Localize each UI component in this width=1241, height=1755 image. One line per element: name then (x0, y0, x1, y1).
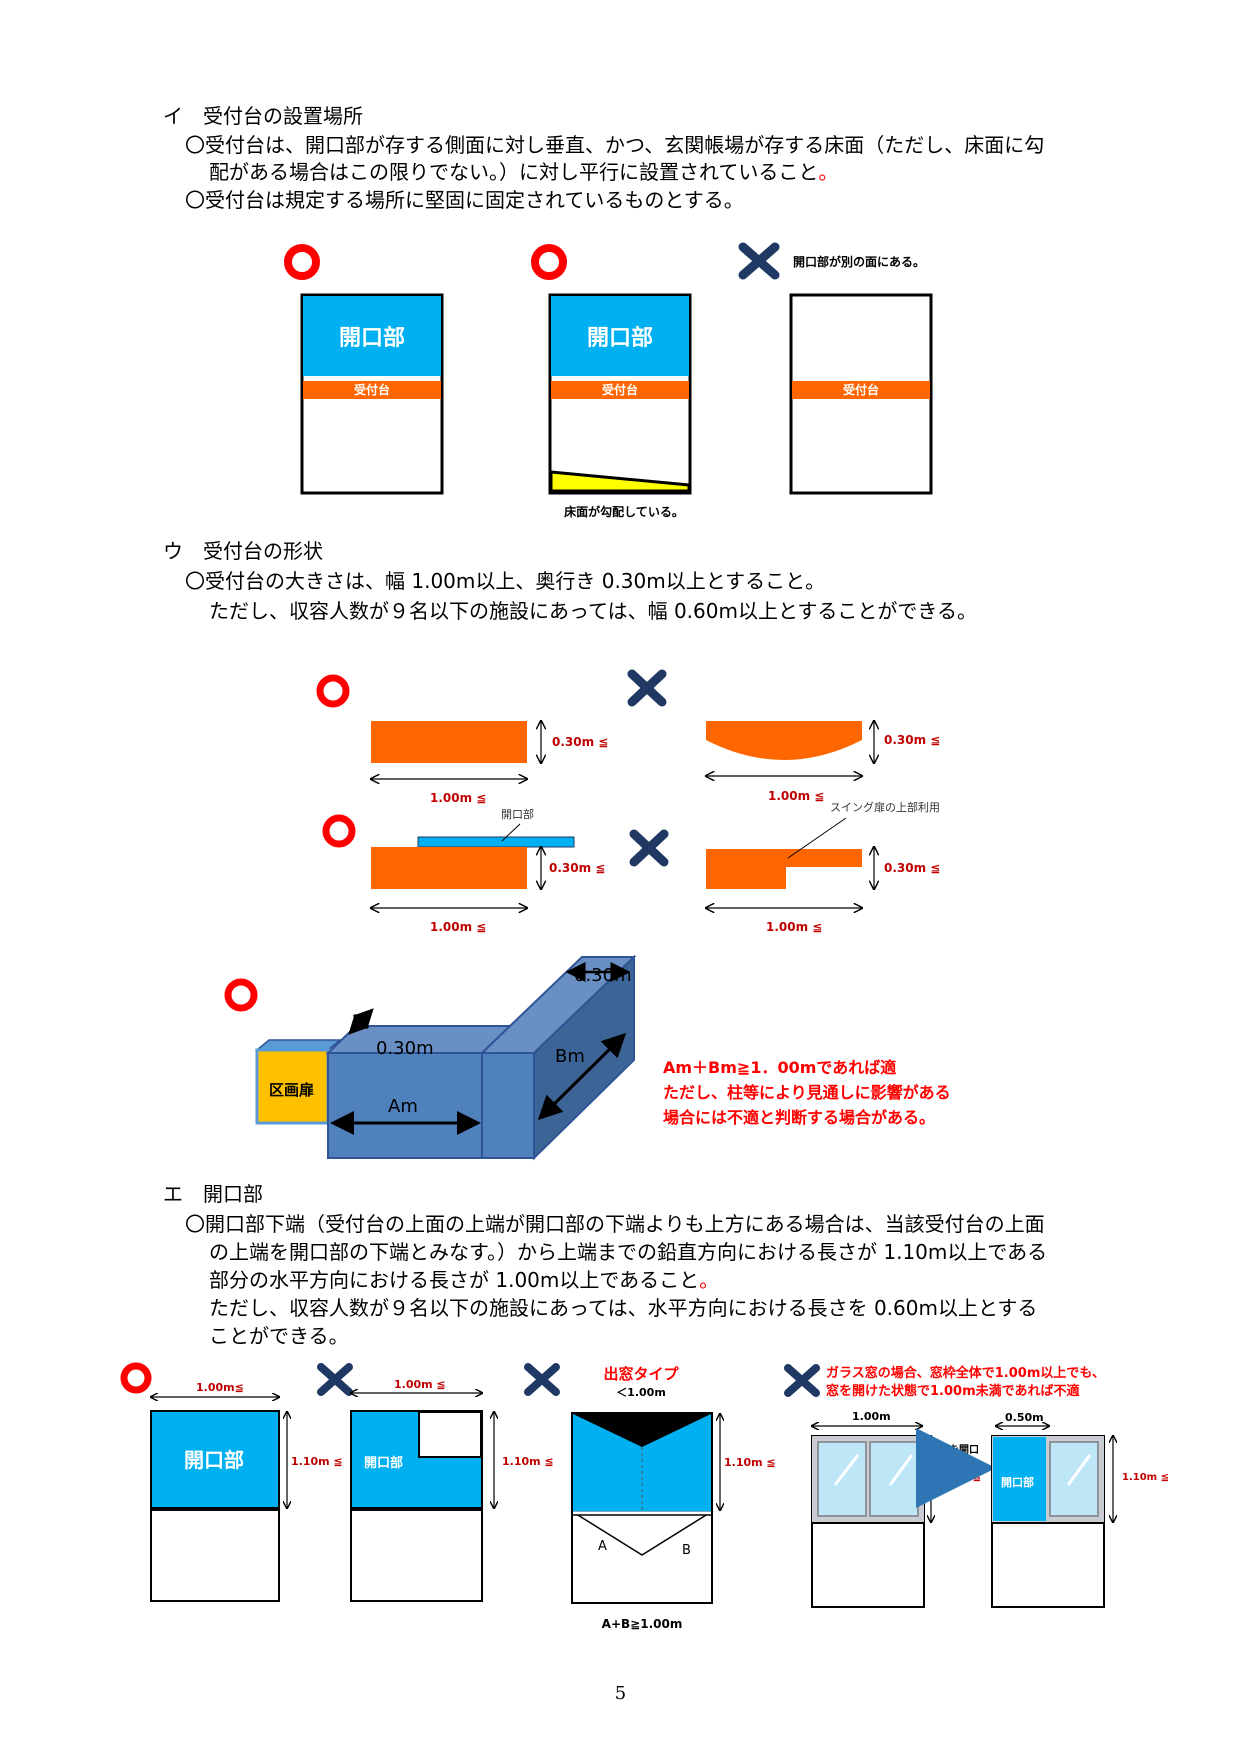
glass-width-open: 0.50m (1005, 1411, 1044, 1424)
opening-area (352, 1412, 481, 1508)
counter-label: 受付台 (354, 382, 390, 397)
ok-mark-icon (322, 814, 356, 848)
placement-diagram-ok-1: 開口部 受付台 (300, 293, 444, 495)
height-label: 1.10m ≦ (1122, 1472, 1169, 1483)
glass-width-closed: 1.00m (852, 1410, 891, 1423)
width-label: 1.00m ≦ (430, 920, 486, 934)
glass-note-1: ガラス窓の場合、窓枠全体で1.00m以上でも、 (826, 1365, 1105, 1381)
iso-depth-b: 0.30m (574, 965, 632, 986)
depth-label: 0.30m ≦ (884, 861, 940, 875)
ng-mark-icon (627, 669, 667, 707)
counter-label: 受付台 (602, 382, 638, 397)
counter-label: 受付台 (843, 382, 879, 397)
glass-window-open: 開口部 (991, 1435, 1105, 1608)
opening-area (152, 1412, 278, 1508)
section-e-line-3: 部分の水平方向における長さが 1.00m以上であること。 (209, 1268, 720, 1292)
ok-mark-icon (284, 244, 320, 280)
depth-label: 0.30m ≦ (884, 733, 940, 747)
depth-label: 0.30m ≦ (552, 735, 608, 749)
iso-depth-a: 0.30m (376, 1038, 434, 1059)
isometric-counter-figure: 区画扉 0.30m 0.30m Am Bm Am＋Bm≧1．00mであれば適 た… (224, 954, 951, 1161)
section-u-line-2: ただし、収容人数が９名以下の施設にあっては、幅 0.60m以上とすることができる… (209, 599, 977, 623)
ng-note-side: 開口部が別の面にある。 (793, 254, 925, 269)
ng-mark-icon (317, 1363, 353, 1396)
counter-curved (706, 721, 862, 760)
ok-mark-icon (316, 674, 350, 708)
opening-figure: 1.00m≦ 開口部 1.10m ≦ 1.00m ≦ 開口部 1.10m ≦ 出… (120, 1362, 1169, 1631)
width-label: 1.00m ≦ (768, 789, 824, 803)
opening-label: 開口部 (184, 1448, 244, 1472)
ng-mark-icon (524, 1363, 560, 1396)
placement-diagram-ok-2: 開口部 受付台 床面が勾配している。 (548, 293, 692, 519)
counter-rect (371, 721, 527, 763)
glass-note-2: 窓を開けた状態で1.00m未満であれば不適 (826, 1383, 1080, 1399)
height-label: 1.10m ≦ (934, 1472, 981, 1483)
ng-mark-icon (738, 242, 780, 280)
opening-label: 開口部 (339, 325, 405, 351)
bay-subtitle: ＜1.00m (616, 1386, 666, 1399)
opening-label: 開口部 (364, 1455, 403, 1471)
counter-notched (706, 849, 862, 889)
width-label: 1.00m ≦ (766, 920, 822, 934)
partition-door: 区画扉 (254, 1039, 343, 1125)
ok-mark-icon (120, 1362, 152, 1394)
ok-mark-icon (531, 244, 567, 280)
section-u-line-1: 〇受付台の大きさは、幅 1.00m以上、奥行き 0.30m以上とすること。 (185, 569, 826, 593)
rule-line-3: 場合には不適と判断する場合がある。 (663, 1108, 935, 1127)
height-label: 1.10m ≦ (291, 1455, 343, 1468)
slope-note: 床面が勾配している。 (564, 504, 684, 519)
ng-mark-icon (784, 1364, 820, 1397)
opening-strip (417, 836, 575, 848)
rule-line-2: ただし、柱等により見通しに影響がある (663, 1083, 951, 1102)
swing-callout: スイング扉の上部利用 (830, 800, 940, 814)
section-i-line-2: 配がある場合はこの限りでない。）に対し平行に設置されていること。 (209, 160, 839, 184)
opening-label: 開口部 (1001, 1475, 1034, 1489)
bay-b-label: B (682, 1543, 691, 1558)
section-i-line-1: 〇受付台は、開口部が存する側面に対し垂直、かつ、玄関帳場が存する床面（ただし、床… (185, 133, 1045, 157)
section-i-heading: イ 受付台の設置場所 (163, 104, 363, 128)
placement-diagram-ng: 受付台 (789, 293, 933, 495)
section-i-line-3: 〇受付台は規定する場所に堅固に固定されているものとする。 (185, 188, 744, 212)
bay-a-label: A (598, 1539, 607, 1554)
bay-sum-label: A+B≧1.00m (602, 1617, 683, 1631)
ok-mark-icon (224, 978, 258, 1012)
counter-a (325, 1025, 513, 1159)
section-e-line-5: ことができる。 (209, 1324, 349, 1348)
placement-figure: 開口部が別の面にある。 開口部 受付台 開口部 受付台 床面が勾配している。 受… (284, 242, 933, 519)
width-label: 1.00m ≦ (430, 791, 486, 805)
ng-mark-icon (629, 829, 669, 867)
rule-line-1: Am＋Bm≧1．00mであれば適 (663, 1058, 896, 1077)
height-label: 1.10m ≦ (724, 1456, 776, 1469)
glass-window-closed (811, 1435, 925, 1608)
bay-title: 出窓タイプ (603, 1365, 679, 1383)
section-e-line-1: 〇開口部下端（受付台の上面の上端が開口部の下端よりも上方にある場合は、当該受付台… (185, 1212, 1045, 1236)
width-label: 1.00m≦ (196, 1381, 244, 1394)
section-e-line-2: の上端を開口部の下端とみなす。）から上端までの鉛直方向における長さが 1.10m… (209, 1240, 1048, 1264)
section-e-line-4: ただし、収容人数が９名以下の施設にあっては、水平方向における長さを 0.60m以… (209, 1296, 1038, 1320)
iso-a-label: Am (388, 1096, 418, 1117)
opening-label: 開口部 (587, 325, 653, 351)
door-label: 区画扉 (269, 1081, 314, 1099)
arrow-label: 窓を開口 (939, 1443, 979, 1456)
shape-figure: 0.30m ≦ 1.00m ≦ 0.30m ≦ 1.00m ≦ 開口部 0.30… (316, 669, 940, 934)
depth-label: 0.30m ≦ (549, 861, 605, 875)
iso-b-label: Bm (555, 1046, 585, 1067)
section-e-heading: エ 開口部 (163, 1182, 263, 1206)
counter-rect (371, 847, 527, 889)
page-number: 5 (614, 1683, 627, 1704)
width-label: 1.00m ≦ (394, 1378, 446, 1391)
opening-callout: 開口部 (501, 807, 534, 821)
section-u-heading: ウ 受付台の形状 (163, 539, 323, 563)
height-label: 1.10m ≦ (502, 1455, 554, 1468)
